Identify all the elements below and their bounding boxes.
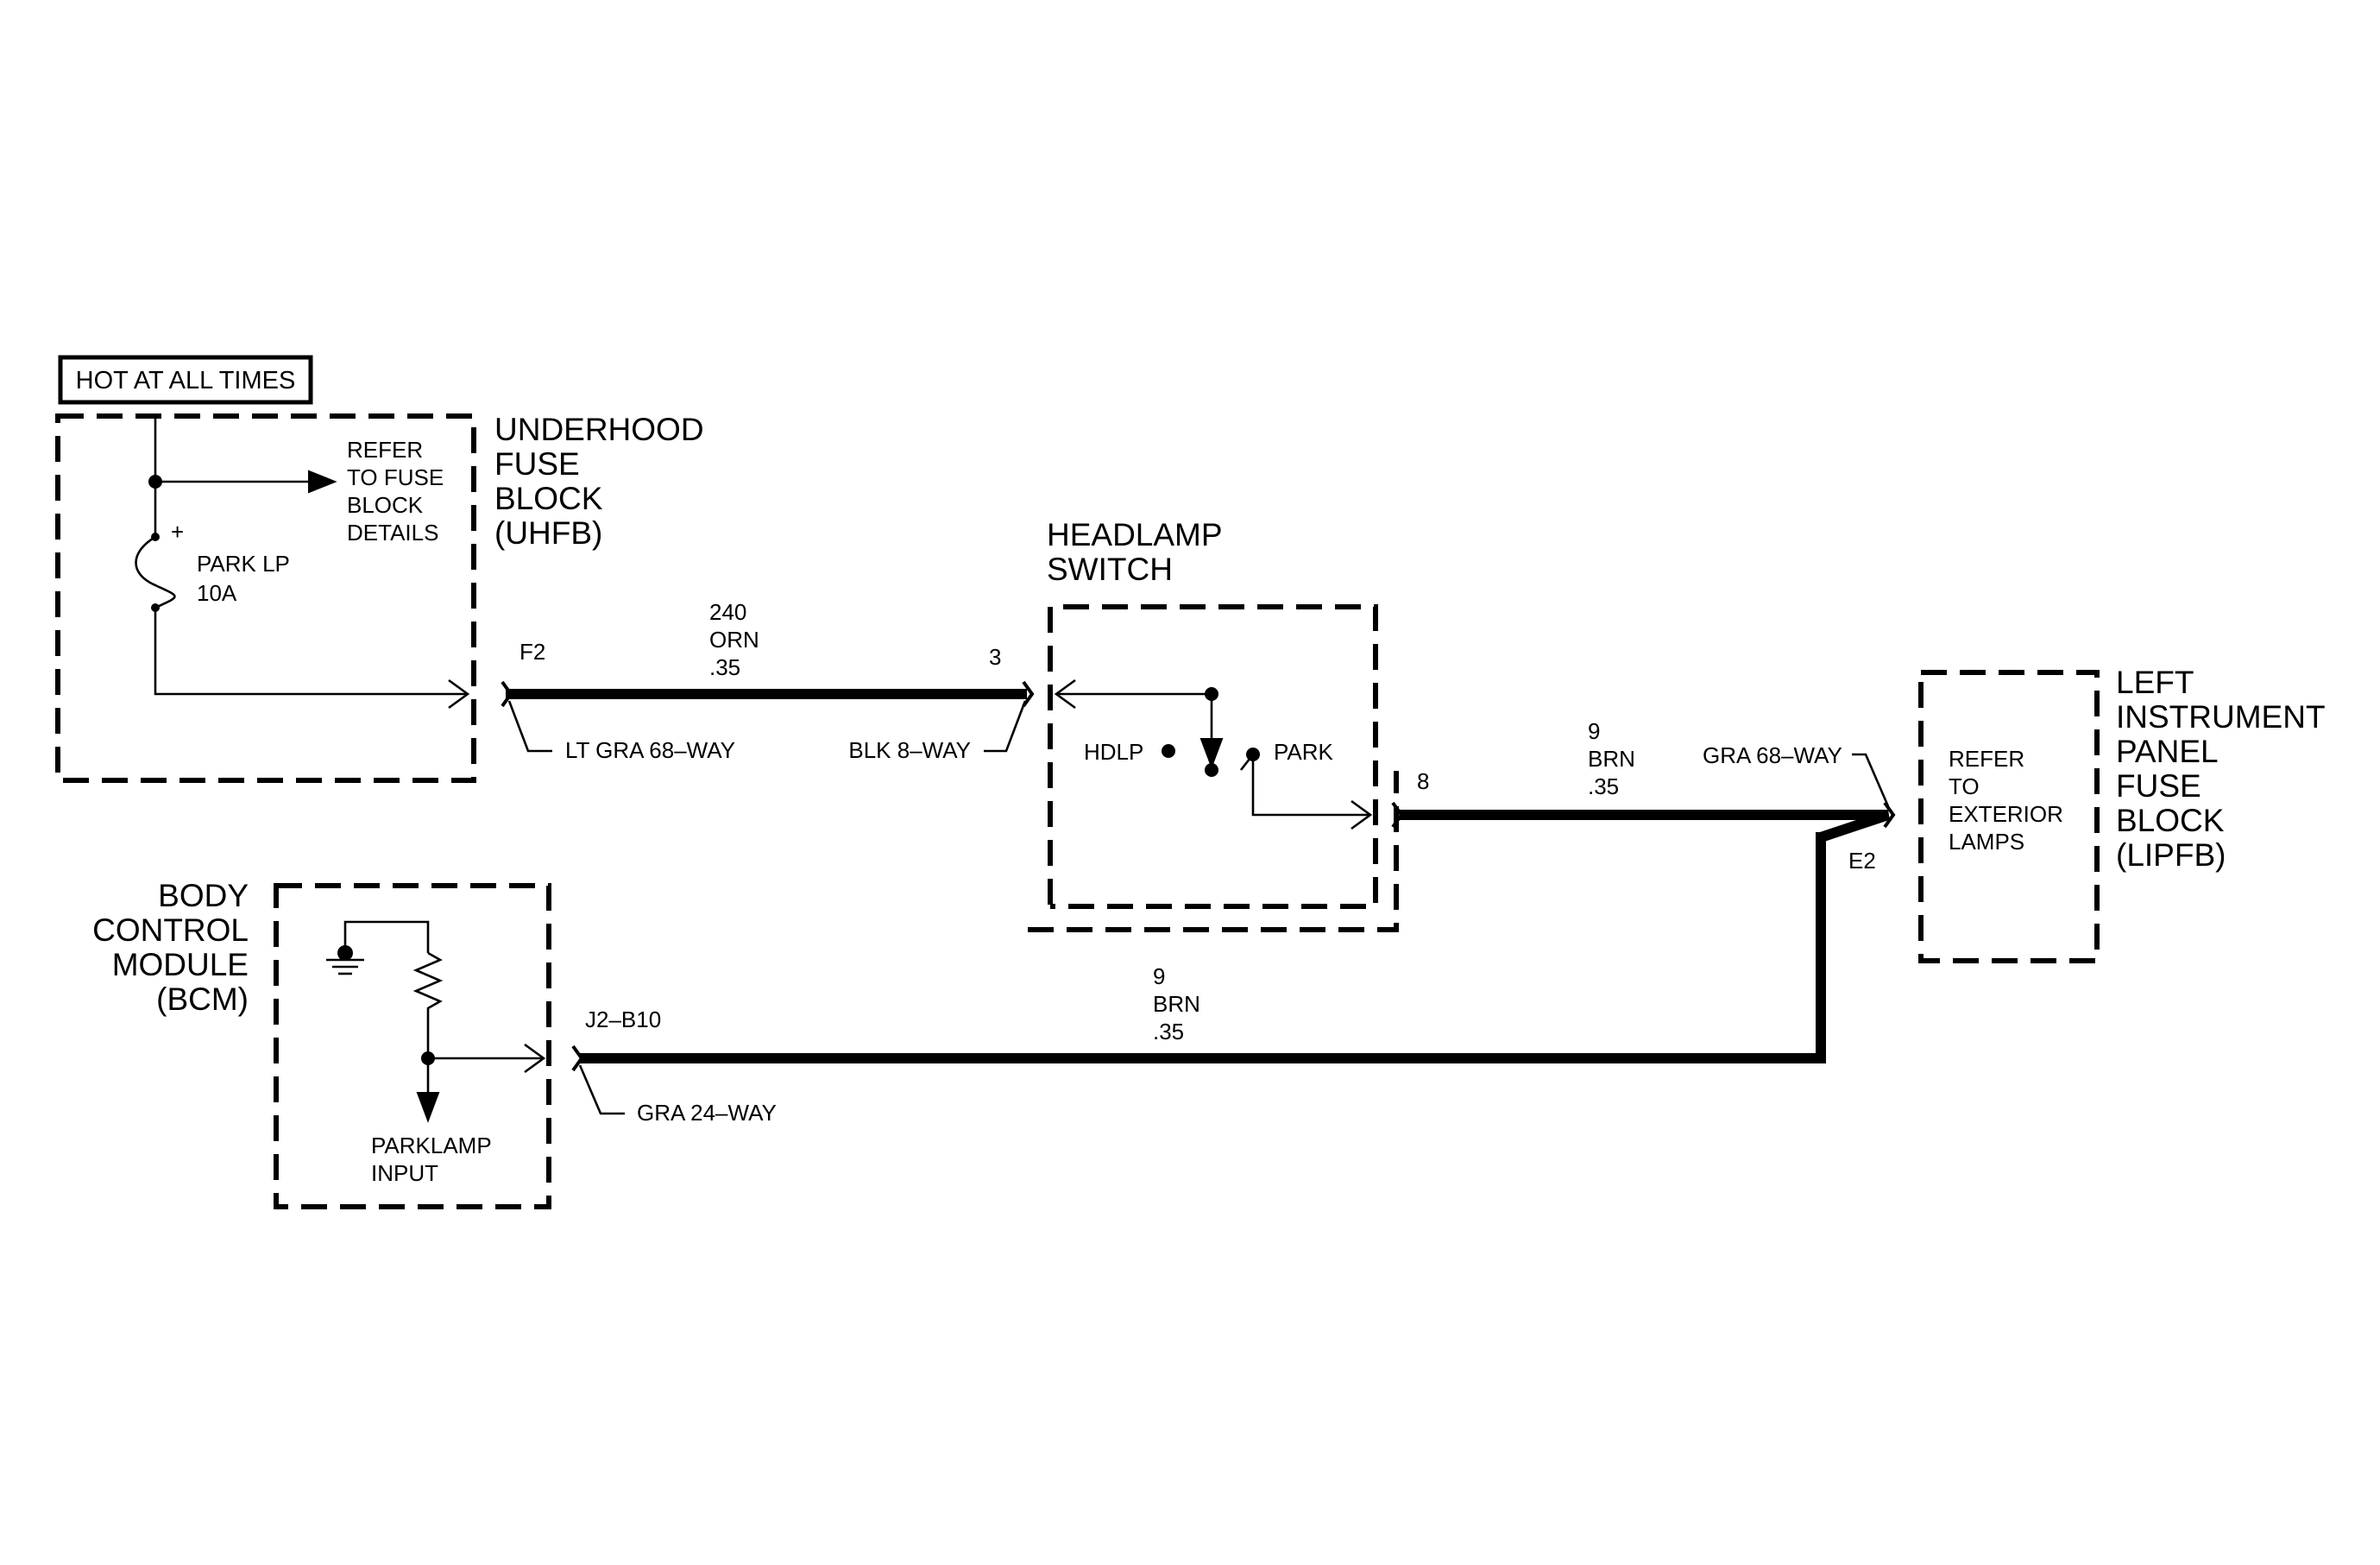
resistor-icon [412,951,444,1057]
refer-exterior-label: REFER TO EXTERIOR LAMPS [1949,746,2063,855]
headlamp-switch-common-dot [1205,687,1218,701]
hot-at-all-times-box [58,355,313,405]
svg-text:PANEL: PANEL [2116,734,2219,769]
lt-gra-68-leader [507,700,552,753]
svg-text:(BCM): (BCM) [156,981,249,1017]
ground-icon [326,958,364,975]
lipfb-title: LEFT INSTRUMENT PANEL FUSE BLOCK (LIPFB) [2116,665,2326,873]
bcm-parklamp-arrow [416,1092,440,1123]
hot-at-all-times-label: HOT AT ALL TIMES [76,367,296,394]
svg-text:FUSE: FUSE [494,446,580,482]
switch-park-blade [1239,754,1255,771]
connector-gra-68: GRA 68–WAY [1703,742,1842,768]
svg-text:HEADLAMP: HEADLAMP [1047,517,1223,552]
pin-j2-b10: J2–B10 [585,1007,661,1032]
svg-text:REFER: REFER [1949,746,2024,772]
pin-8: 8 [1417,768,1429,794]
wire-9-top-label: 9 BRN .35 [1588,718,1635,799]
svg-text:TO: TO [1949,773,1980,799]
connector-mark-3 [1022,680,1035,708]
svg-text:.35: .35 [709,654,740,680]
pin-e2: E2 [1848,848,1876,874]
switch-hdlp-label: HDLP [1084,739,1143,765]
svg-text:(UHFB): (UHFB) [494,515,602,551]
gra-68-leader [1852,753,1890,807]
wire-9-bottom-label: 9 BRN .35 [1153,963,1200,1044]
switch-wiper-contact [1205,763,1218,777]
parklamp-input-label: PARKLAMP INPUT [371,1133,492,1186]
svg-text:INPUT: INPUT [371,1160,438,1186]
fuse-label: PARK LP 10A [197,551,290,606]
svg-text:BRN: BRN [1153,991,1200,1017]
svg-text:BODY: BODY [158,878,249,913]
svg-text:BRN: BRN [1588,746,1635,772]
bcm-title: BODY CONTROL MODULE (BCM) [92,878,249,1017]
uhfb-dashed-box [55,413,476,783]
lipfb-dashed-box [1918,670,2100,963]
refer-fuse-label: REFER TO FUSE BLOCK DETAILS [347,437,444,546]
svg-text:ORN: ORN [709,627,759,653]
svg-text:TO FUSE: TO FUSE [347,464,444,490]
uhfb-title: UNDERHOOD FUSE BLOCK (UHFB) [494,412,704,551]
headlamp-switch-dashed-box [1048,604,1378,909]
svg-text:BLOCK: BLOCK [347,492,424,518]
refer-fuse-arrow [308,470,337,494]
svg-text:PARKLAMP: PARKLAMP [371,1133,492,1158]
uhfb-output-line [154,608,466,696]
switch-park-output-arrow [1351,799,1373,830]
switch-park-label: PARK [1274,739,1334,765]
fuse-plus-sign: + [171,519,184,545]
svg-text:BLOCK: BLOCK [2116,803,2225,838]
connector-mark-f2 [501,680,513,708]
svg-text:LEFT: LEFT [2116,665,2194,700]
svg-text:(LIPFB): (LIPFB) [2116,837,2226,873]
switch-hdlp-contact [1162,744,1175,758]
wire-9-brn-top [1400,810,1890,842]
svg-text:CONTROL: CONTROL [92,912,249,948]
connector-lt-gra-68: LT GRA 68–WAY [565,737,735,763]
bcm-input-arrow [524,1043,546,1074]
svg-text:9: 9 [1588,718,1600,744]
fuse-icon [135,535,176,609]
svg-text:LAMPS: LAMPS [1949,829,2024,855]
svg-text:REFER: REFER [347,437,423,463]
svg-text:MODULE: MODULE [112,947,249,982]
connector-gra-24: GRA 24–WAY [637,1100,777,1126]
svg-text:UNDERHOOD: UNDERHOOD [494,412,704,447]
switch-wiper-arrow [1199,738,1224,769]
bcm-dashed-box [274,883,551,1209]
svg-text:.35: .35 [1588,773,1619,799]
wire-240-label: 240 ORN .35 [709,599,759,680]
svg-text:240: 240 [709,599,746,625]
ground-dot [337,945,353,961]
svg-text:9: 9 [1153,963,1165,989]
switch-park-output-line [1251,754,1369,817]
svg-text:10A: 10A [197,580,237,606]
uhfb-output-arrow [448,678,470,710]
connector-blk-8: BLK 8–WAY [848,737,971,763]
svg-text:.35: .35 [1153,1019,1184,1044]
connector-mark-e2 [1883,801,1896,829]
pin-3: 3 [989,644,1001,670]
svg-text:PARK LP: PARK LP [197,551,290,577]
blk-8-leader [984,700,1027,753]
bcm-ground-line [343,920,430,953]
pin-f2: F2 [519,639,545,665]
svg-text:EXTERIOR: EXTERIOR [1949,801,2063,827]
svg-text:INSTRUMENT: INSTRUMENT [2116,699,2326,735]
svg-text:BLOCK: BLOCK [494,481,603,516]
headlamp-switch-title: HEADLAMP SWITCH [1047,517,1223,587]
svg-text:FUSE: FUSE [2116,768,2201,804]
gra-24-leader [578,1064,625,1115]
svg-text:SWITCH: SWITCH [1047,552,1173,587]
svg-text:DETAILS: DETAILS [347,520,438,546]
